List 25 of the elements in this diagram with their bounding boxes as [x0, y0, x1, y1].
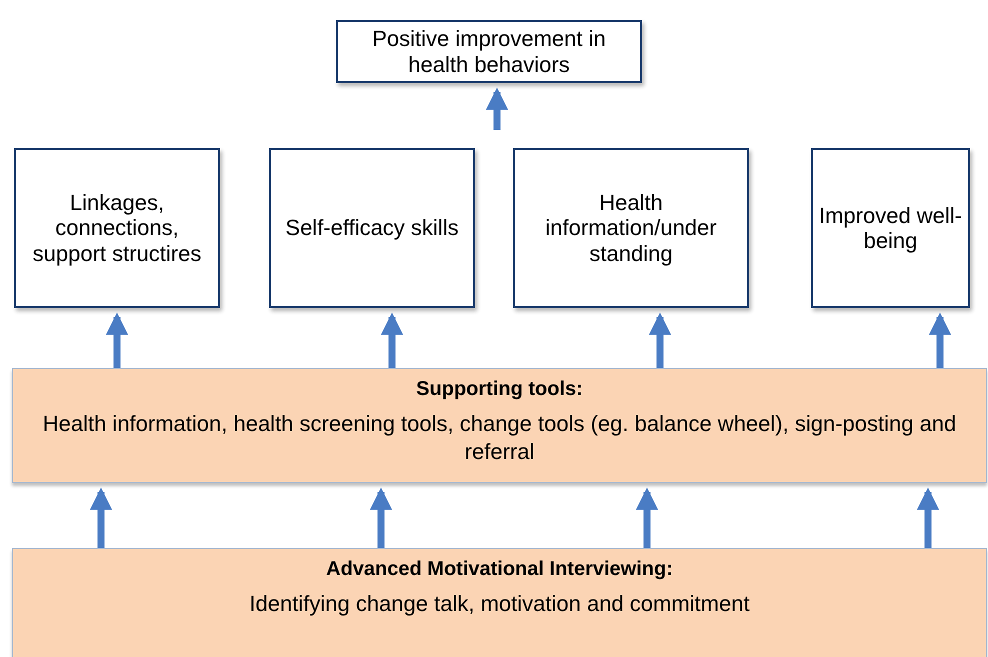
box-label: Positive improvement in health behaviors [371, 26, 607, 77]
block-arrow [370, 488, 392, 548]
block-arrow [928, 312, 952, 368]
block-arrow [636, 488, 658, 548]
text-box [811, 148, 970, 308]
block-arrow [648, 312, 672, 368]
block-arrow [380, 312, 404, 368]
band-heading: Advanced Motivational Interviewing: [326, 557, 673, 582]
text-box [336, 20, 642, 83]
block-arrow [90, 488, 112, 548]
band-text: Health information, health screening tools, change tools (eg. balance wheel), sign-posting and referral [42, 410, 958, 465]
block-arrow [106, 312, 128, 368]
text-band [12, 548, 987, 657]
text-band [12, 368, 987, 483]
block-arrow [916, 488, 940, 548]
box-label: Health information/under standing [544, 190, 718, 266]
text-box [513, 148, 749, 308]
box-label: Self-efficacy skills [285, 215, 459, 241]
box-label: Linkages, connections, support structires [32, 190, 202, 266]
band-heading: Supporting tools: [416, 377, 583, 402]
text-box [14, 148, 220, 308]
band-text: Identifying change talk, motivation and commitment [248, 590, 751, 618]
box-label: Improved well-being [818, 202, 964, 254]
block-arrow [486, 88, 508, 130]
text-box [269, 148, 475, 308]
